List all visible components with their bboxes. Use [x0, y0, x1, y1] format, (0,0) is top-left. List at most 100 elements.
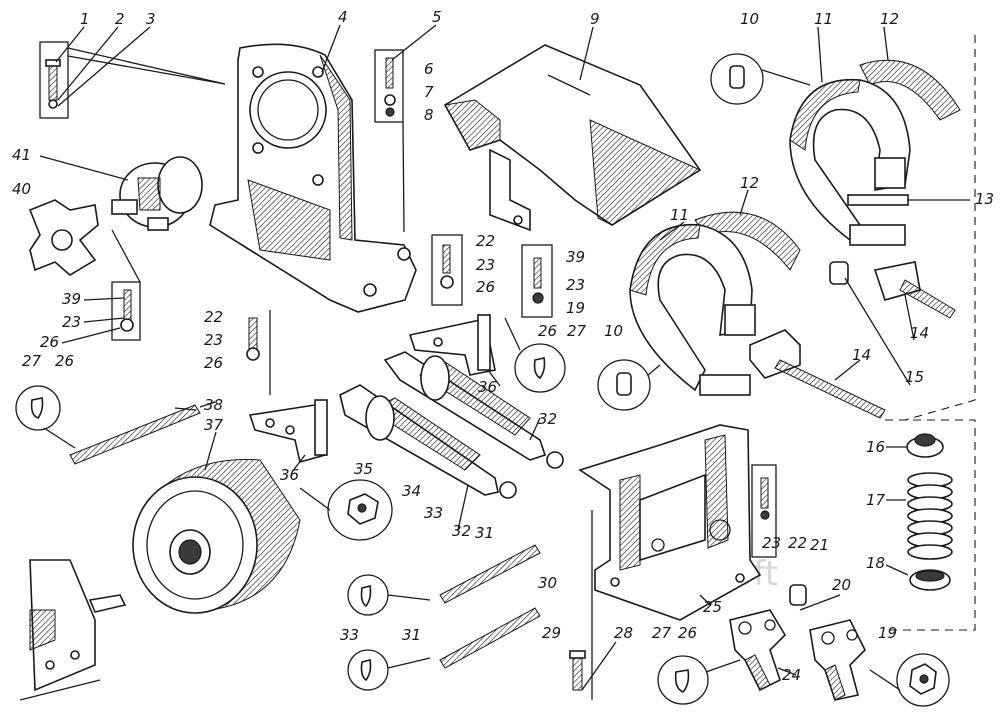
callout-34: 34 — [402, 482, 421, 500]
callout-2: 2 — [115, 10, 125, 28]
shaft-38 — [69, 401, 216, 465]
bolt-icon — [385, 57, 394, 89]
band-icon — [859, 59, 961, 121]
callout-32: 32 — [452, 522, 471, 540]
bolt-icon — [442, 244, 451, 274]
callout-15: 15 — [905, 368, 924, 386]
callout-5: 5 — [432, 8, 442, 26]
bolt-icon — [123, 289, 132, 321]
callout-14: 14 — [852, 346, 871, 364]
leader-lines — [39, 24, 915, 691]
callout-23: 23 — [62, 313, 81, 331]
callout-12: 12 — [880, 10, 899, 28]
bolt-group-22-23-26-mid — [246, 310, 271, 395]
callout-6: 6 — [424, 60, 434, 78]
pin-21 — [789, 584, 807, 606]
callout-17: 17 — [866, 491, 886, 509]
nut-35-34 — [299, 479, 393, 541]
bolt-28 — [569, 510, 593, 700]
shaft-30-upper — [439, 544, 541, 604]
callout-14: 14 — [910, 324, 929, 342]
pulley-37 — [132, 459, 301, 614]
callout-33: 33 — [340, 626, 359, 644]
callout-16: 16 — [866, 438, 885, 456]
callout-39: 39 — [62, 290, 81, 308]
bolt-icon — [248, 317, 258, 351]
callout-26: 26 — [538, 322, 557, 340]
callout-11: 11 — [814, 10, 833, 28]
washer-icon — [120, 318, 134, 332]
callout-19: 19 — [566, 299, 585, 317]
washer-icon — [440, 275, 454, 289]
callout-27: 27 — [567, 322, 587, 340]
coupling-41 — [111, 156, 203, 231]
callout-23: 23 — [762, 534, 781, 552]
washer-icon — [246, 347, 260, 361]
cover-9 — [443, 44, 702, 232]
pin-icon — [847, 194, 909, 206]
pin-icon — [829, 261, 849, 285]
callout-32: 32 — [538, 410, 557, 428]
frame-25 — [578, 424, 762, 621]
callout-10: 10 — [740, 10, 759, 28]
pin-icon — [616, 372, 632, 396]
bolt-group-39-23-26-left — [111, 229, 141, 341]
callout-23: 23 — [476, 256, 495, 274]
callout-1: 1 — [80, 10, 90, 28]
cylinder-32-lower — [339, 384, 517, 499]
callout-27: 27 — [22, 352, 42, 370]
bolt-group-1-3 — [39, 41, 226, 119]
callout-33: 33 — [424, 504, 443, 522]
bands-middle — [629, 211, 801, 396]
band-icon — [694, 211, 801, 271]
callout-37: 37 — [204, 416, 224, 434]
callout-labels: 1 2 3 4 5 6 7 8 9 10 11 12 13 41 40 39 2… — [12, 8, 994, 684]
callout-22: 22 — [788, 534, 807, 552]
pin-10-top — [710, 53, 811, 105]
bolt-icon — [533, 257, 542, 289]
spider-40 — [28, 199, 99, 276]
bracket-36 — [408, 314, 496, 376]
nut-icon — [760, 510, 770, 520]
washer-icon — [48, 99, 58, 109]
washer-icon — [384, 94, 396, 106]
callout-41: 41 — [12, 146, 31, 164]
callout-7: 7 — [424, 83, 434, 101]
shaft-30-lower — [439, 607, 541, 669]
lever-20 — [799, 594, 866, 701]
bracket-35 — [248, 399, 328, 463]
callout-4: 4 — [338, 8, 348, 26]
spring-icon — [907, 472, 953, 560]
bands-top — [789, 35, 976, 421]
callout-26: 26 — [678, 624, 697, 642]
callout-11: 11 — [670, 206, 689, 224]
cylinder-32-upper — [383, 351, 564, 469]
callout-28: 28 — [614, 624, 633, 642]
callout-26: 26 — [40, 333, 59, 351]
callout-40: 40 — [12, 180, 31, 198]
rod-14-right — [873, 261, 956, 319]
callout-26: 26 — [204, 354, 223, 372]
bolt-icon — [48, 61, 58, 101]
nut-icon — [532, 292, 544, 304]
nut-19 — [869, 653, 950, 707]
cotter-33-31-lower — [347, 649, 431, 691]
callout-38: 38 — [204, 396, 223, 414]
callout-29: 29 — [542, 624, 561, 642]
callout-24: 24 — [782, 666, 801, 684]
bolt-group-22-23-26-upper — [431, 234, 463, 306]
callout-36: 36 — [478, 378, 497, 396]
rod-14-middle — [774, 359, 886, 419]
callout-30: 30 — [538, 574, 557, 592]
callout-26: 26 — [476, 278, 495, 296]
callout-22: 22 — [204, 308, 223, 326]
bracket-fragment-bottom-left — [19, 559, 127, 701]
callout-36: 36 — [280, 466, 299, 484]
bracket-4 — [209, 43, 417, 313]
callout-23: 23 — [566, 276, 585, 294]
callout-10: 10 — [604, 322, 623, 340]
callout-19: 19 — [878, 624, 897, 642]
callout-20: 20 — [832, 576, 851, 594]
callout-23: 23 — [204, 331, 223, 349]
